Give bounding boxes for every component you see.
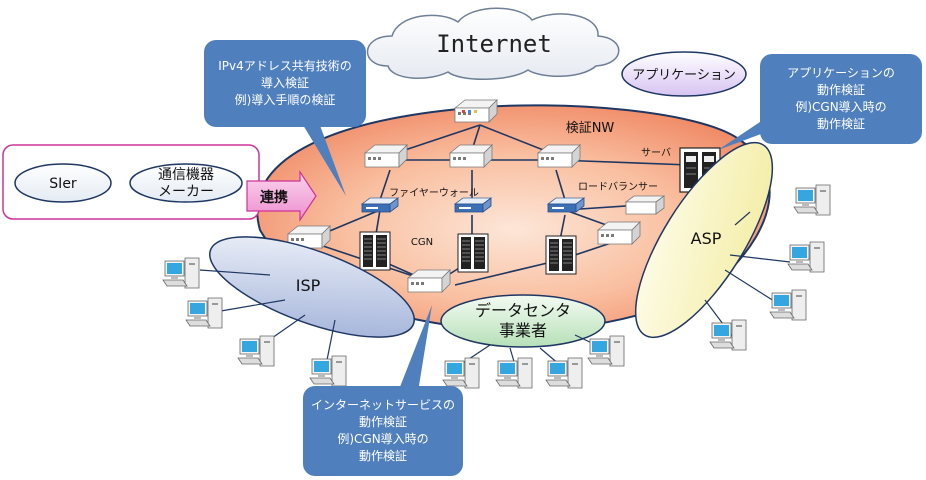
firewall-label: ファイヤーウォール bbox=[389, 187, 479, 199]
callout-app-line-3: 例)CGN導入時の bbox=[795, 100, 887, 114]
callout-ipv4-pointer bbox=[300, 120, 346, 196]
pc-dc-2-icon bbox=[495, 357, 533, 389]
callout-isp-line-1: インターネットサービスの bbox=[310, 398, 455, 412]
application-pill bbox=[621, 51, 747, 97]
pc-isp-2-icon bbox=[185, 297, 223, 329]
callout-isp-service-verification: インターネットサービスの 動作検証 例)CGN導入時の 動作検証 bbox=[303, 386, 463, 476]
pc-asp-1-icon bbox=[793, 184, 831, 216]
isp-label: ISP bbox=[296, 276, 321, 295]
pc-asp-3-icon bbox=[769, 289, 807, 321]
network-label: 検証NW bbox=[566, 121, 615, 136]
firewall-right-icon bbox=[547, 197, 585, 213]
callout-app-verification: アプリケーションの 動作検証 例)CGN導入時の 動作検証 bbox=[760, 54, 922, 144]
pc-dc-1-icon bbox=[442, 357, 480, 389]
data-center-ellipse bbox=[440, 294, 606, 348]
asp-label: ASP bbox=[691, 229, 722, 248]
pc-isp-1-icon bbox=[162, 257, 200, 289]
callout-app-line-2: 動作検証 bbox=[816, 83, 865, 97]
pc-asp-2-icon bbox=[787, 241, 825, 273]
callout-app-line-1: アプリケーションの bbox=[787, 66, 895, 80]
cgn-rack-left-icon bbox=[359, 231, 391, 271]
collaboration-label: 連携 bbox=[260, 189, 288, 206]
maker-label-2: メーカー bbox=[158, 184, 214, 200]
sier-label: SIer bbox=[49, 176, 77, 192]
callout-ipv4-line-1: IPv4アドレス共有技術の bbox=[218, 59, 352, 73]
isp-ellipse bbox=[209, 236, 415, 338]
router-left-icon bbox=[364, 144, 408, 168]
load-balancer-icon bbox=[624, 195, 666, 215]
server-label: サーバ bbox=[641, 147, 671, 159]
internet-cloud bbox=[366, 7, 620, 80]
pc-dc-3-icon bbox=[545, 357, 583, 389]
asp-ellipse bbox=[634, 141, 774, 339]
pc-asp-4-icon bbox=[709, 319, 747, 351]
callout-isp-line-3: 例)CGN導入時の bbox=[337, 432, 429, 446]
load-balancer-label: ロードバランサー bbox=[578, 181, 658, 193]
partner-box bbox=[2, 144, 260, 220]
callout-ipv4-verification: IPv4アドレス共有技術の 導入検証 例)導入手順の検証 bbox=[204, 40, 366, 127]
router-right-icon bbox=[537, 144, 581, 168]
callout-ipv4-line-2: 導入検証 bbox=[260, 76, 309, 90]
data-center-label-1: データセンタ bbox=[475, 301, 571, 320]
pc-dc-4-icon bbox=[587, 335, 625, 367]
dc-router-icon bbox=[407, 269, 451, 293]
internet-label: Internet bbox=[436, 30, 552, 58]
application-label: アプリケーション bbox=[632, 68, 736, 83]
firewall-center-icon bbox=[454, 197, 492, 213]
pc-isp-4-icon bbox=[309, 355, 347, 387]
maker-label-1: 通信機器 bbox=[158, 167, 214, 183]
cgn-label: CGN bbox=[411, 237, 433, 248]
data-center-label-2: 事業者 bbox=[499, 321, 547, 340]
pc-isp-3-icon bbox=[237, 335, 275, 367]
router-center-icon bbox=[449, 144, 493, 168]
callout-isp-line-4: 動作検証 bbox=[358, 449, 407, 463]
asp-router-icon bbox=[597, 221, 641, 245]
cgn-rack-center-icon bbox=[457, 233, 489, 273]
firewall-left-icon bbox=[361, 197, 399, 213]
cgn-rack-right-icon bbox=[545, 235, 577, 275]
callout-isp-line-2: 動作検証 bbox=[358, 415, 407, 429]
callout-ipv4-line-3: 例)導入手順の検証 bbox=[234, 93, 336, 107]
callout-isp-pointer bbox=[398, 305, 432, 392]
callout-app-line-4: 動作検証 bbox=[816, 117, 865, 131]
collaboration-arrow bbox=[246, 170, 317, 222]
